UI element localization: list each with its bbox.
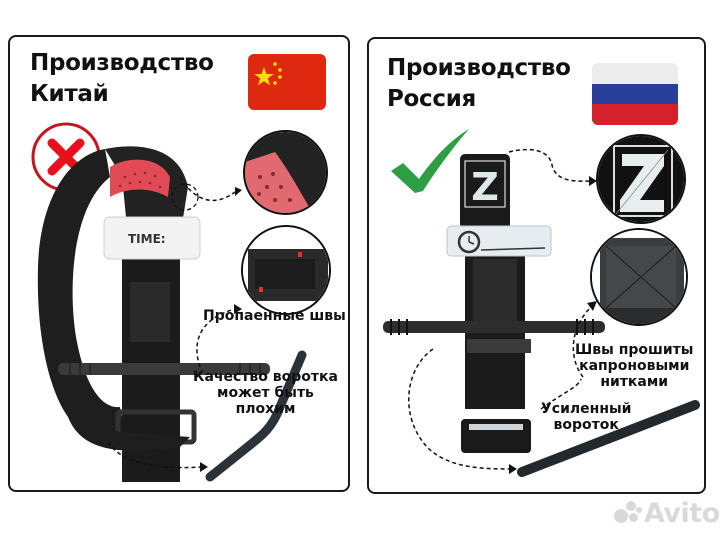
title-line-2: Россия: [387, 86, 477, 112]
reinforced-windlass-annotation: Усиленный вороток: [541, 401, 632, 433]
nylon-seams-annotation: Швы прошиты капроновыми нитками: [575, 342, 694, 390]
russia-z-patch-closeup: [596, 134, 686, 224]
burned-seams-annotation: Пропаенные швы: [203, 308, 346, 324]
china-comparison-panel: Производство Китай: [8, 35, 350, 492]
china-tourniquet-image: [10, 37, 348, 490]
avito-logo-icon: [612, 499, 642, 525]
z-patch-letter: Z: [471, 165, 499, 209]
china-strap-tip-closeup: [243, 130, 328, 215]
russia-comparison-panel: Производство Россия Z: [367, 37, 706, 494]
china-seams-closeup: [241, 225, 331, 315]
title-line-1: Производство: [30, 50, 214, 76]
time-strap-label: TIME:: [128, 232, 166, 246]
china-flag-icon: [248, 54, 326, 110]
russia-panel-title: Производство Россия: [387, 53, 571, 115]
title-line-2: Китай: [30, 81, 109, 107]
russia-flag-icon: [592, 63, 678, 125]
china-panel-title: Производство Китай: [30, 48, 214, 110]
windlass-quality-annotation: Качество воротка может быть плохим: [193, 369, 338, 417]
russia-tourniquet-image: Z: [369, 39, 704, 492]
avito-watermark: Avito: [612, 498, 720, 529]
title-line-1: Производство: [387, 55, 571, 81]
check-mark-icon: [385, 125, 475, 195]
russia-seams-closeup: [590, 228, 688, 326]
